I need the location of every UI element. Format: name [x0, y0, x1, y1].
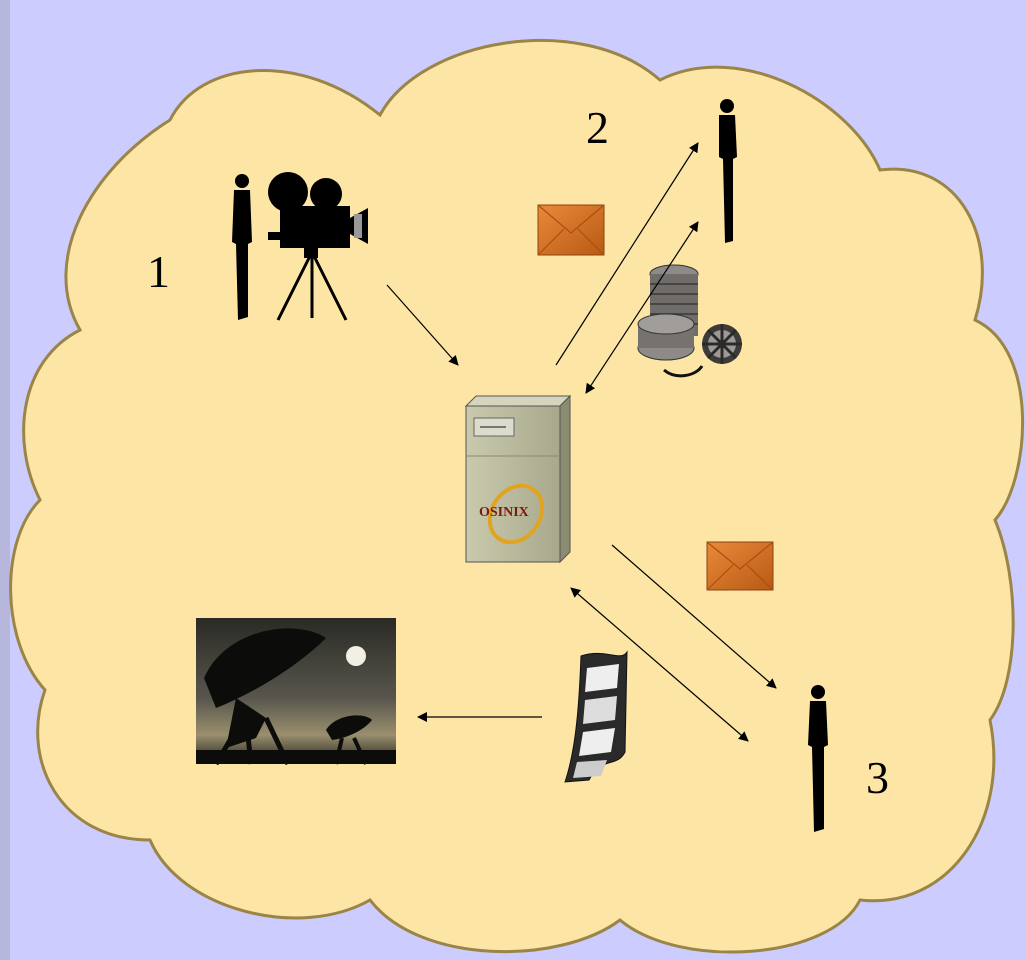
envelope-icon [707, 542, 773, 590]
actor-3-label: 3 [866, 752, 889, 803]
server-logo-text: OSINIX [479, 505, 529, 520]
envelope-icon [538, 205, 604, 255]
actor-2-label: 2 [586, 102, 609, 153]
satellite-dish-photo [196, 618, 396, 764]
actor-1-label: 1 [147, 246, 170, 297]
server-icon: OSINIX [466, 396, 570, 562]
